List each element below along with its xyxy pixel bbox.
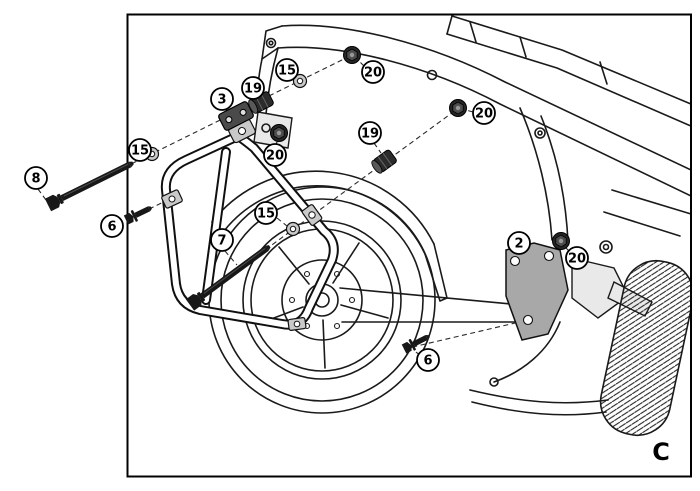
callout-15-mid: 15	[254, 201, 278, 225]
callout-8: 8	[24, 166, 48, 190]
pannier-rack	[160, 118, 339, 331]
spacer-19-mid	[371, 149, 397, 174]
callout-number: 20	[568, 252, 586, 267]
callout-number: 6	[107, 220, 116, 235]
callout-3: 3	[210, 87, 234, 111]
rack-bottom-tab	[287, 317, 307, 331]
callout-number: 8	[31, 172, 40, 187]
callout-20-bracket: 20	[565, 246, 589, 270]
frame-nut-20-top	[343, 46, 361, 64]
frame-nut-20-bracket	[552, 232, 570, 250]
callout-number: 20	[475, 107, 493, 122]
figure-letter: C	[652, 438, 670, 466]
callout-number: 7	[217, 234, 226, 249]
callout-20-top: 20	[361, 60, 385, 84]
washer-15-mid	[285, 221, 301, 237]
hex-bolt-6-lower	[401, 334, 430, 354]
frame-nut-20-mid	[449, 99, 467, 117]
axis-bolt6-lower	[403, 319, 529, 350]
clamp-bracket-3	[218, 101, 254, 131]
muffler-hatched	[469, 240, 690, 437]
callout-number: 20	[266, 149, 284, 164]
callout-19-upper: 19	[241, 76, 265, 100]
callout-2: 2	[507, 231, 531, 255]
callout-19-mid: 19	[358, 121, 382, 145]
callout-15-left: 15	[128, 138, 152, 162]
callout-number: 20	[364, 66, 382, 81]
hex-bolt-6-left	[123, 206, 152, 225]
callout-15-top: 15	[275, 58, 299, 82]
callout-number: 15	[131, 144, 149, 159]
callout-number: 15	[257, 207, 275, 222]
long-bolt-8	[44, 161, 134, 212]
callout-number: 19	[244, 82, 262, 97]
callout-20-front: 20	[263, 143, 287, 167]
callout-number: 2	[514, 237, 523, 252]
callouts: 8 6 15 3 19 15 20 20 19 20 15	[24, 58, 589, 372]
callout-number: 3	[217, 93, 226, 108]
exploded-parts	[44, 46, 570, 354]
callout-7: 7	[210, 228, 234, 252]
figure-border	[126, 13, 692, 478]
side-bracket-2	[505, 242, 569, 341]
rack-left-tab	[161, 189, 183, 209]
callout-6-left: 6	[100, 214, 124, 238]
callout-20-mid: 20	[472, 101, 496, 125]
callout-number: 19	[361, 127, 379, 142]
rear-subframe	[253, 15, 690, 243]
frame-nut-20-front	[270, 124, 288, 142]
callout-number: 6	[423, 354, 432, 369]
rack-side-lug	[301, 204, 323, 226]
callout-6-lower: 6	[416, 348, 440, 372]
washer-15-top	[292, 73, 308, 89]
long-bolt-7	[185, 245, 271, 311]
callout-number: 15	[278, 64, 296, 79]
